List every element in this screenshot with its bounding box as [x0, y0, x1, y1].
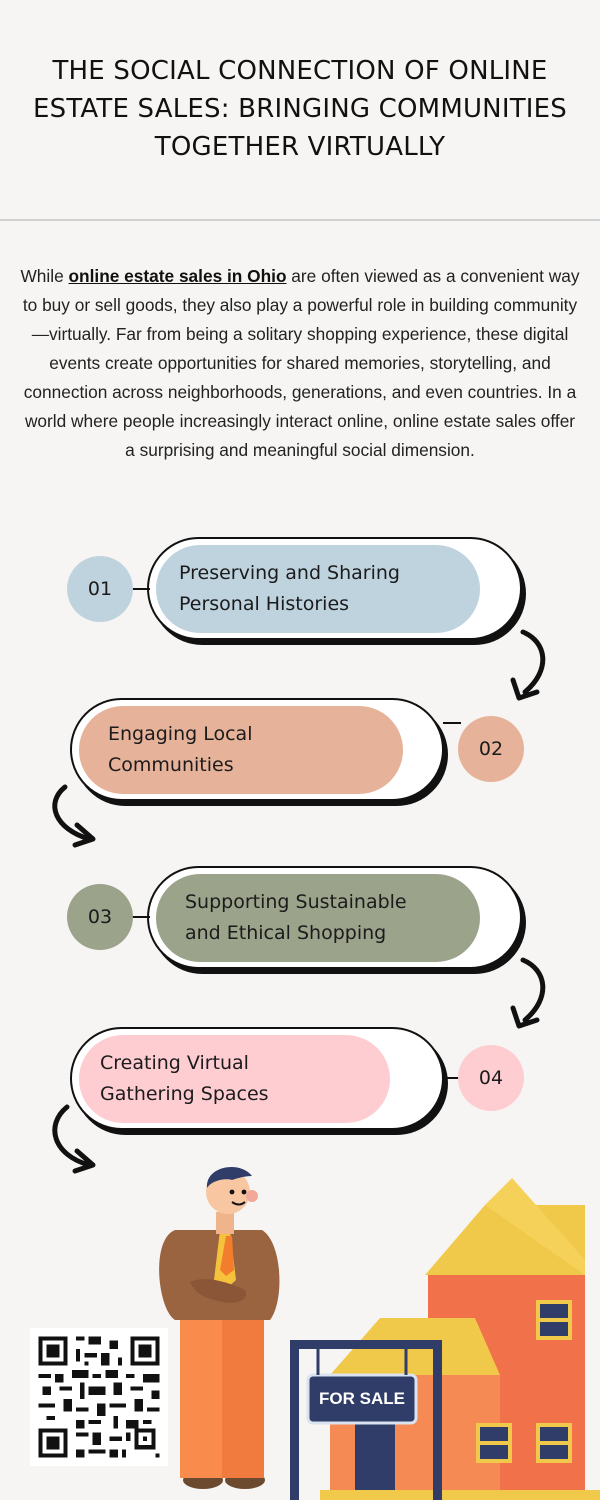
- page-title: THE SOCIAL CONNECTION OF ONLINE ESTATE S…: [33, 56, 567, 162]
- step-3-line-1: Supporting Sustainable: [185, 891, 407, 913]
- step-3-number-badge: 03: [67, 884, 133, 950]
- for-sale-sign-text: FOR SALE: [319, 1389, 405, 1408]
- step-4-connector: [443, 1077, 461, 1079]
- qr-code-icon[interactable]: [30, 1328, 168, 1466]
- step-3-line-2: and Ethical Shopping: [185, 922, 387, 944]
- arrow-curve-icon: [510, 629, 546, 701]
- title-divider: [0, 219, 600, 221]
- step-3-label-box: Supporting Sustainable and Ethical Shoppi…: [156, 874, 480, 962]
- step-1-connector: [132, 588, 150, 590]
- step-2-number-badge: 02: [458, 716, 524, 782]
- step-4-line-1: Creating Virtual: [100, 1052, 249, 1074]
- for-sale-sign: [290, 1340, 442, 1500]
- step-1-line-1: Preserving and Sharing: [179, 562, 400, 584]
- step-4-line-2: Gathering Spaces: [100, 1083, 269, 1105]
- intro-paragraph: While online estate sales in Ohio are of…: [18, 262, 582, 465]
- estate-sale-scene: [159, 1166, 600, 1500]
- step-1-line-2: Personal Histories: [179, 593, 350, 615]
- step-1-number-badge: 01: [67, 556, 133, 622]
- step-4-number-badge: 04: [458, 1045, 524, 1111]
- arrow-curve-icon: [52, 784, 96, 848]
- intro-suffix: are often viewed as a convenient way to …: [22, 266, 580, 460]
- step-2-connector: [443, 722, 461, 724]
- intro-prefix: While: [20, 266, 69, 286]
- businessman-illustration: [159, 1166, 280, 1489]
- arrow-curve-icon: [510, 957, 546, 1029]
- step-3-connector: [132, 916, 150, 918]
- house-illustration: [320, 1178, 600, 1500]
- step-2-line-1: Engaging Local: [108, 723, 253, 745]
- step-2-line-2: Communities: [108, 754, 234, 776]
- arrow-curve-icon: [52, 1104, 96, 1174]
- ohio-estate-sales-link[interactable]: online estate sales in Ohio: [68, 266, 287, 286]
